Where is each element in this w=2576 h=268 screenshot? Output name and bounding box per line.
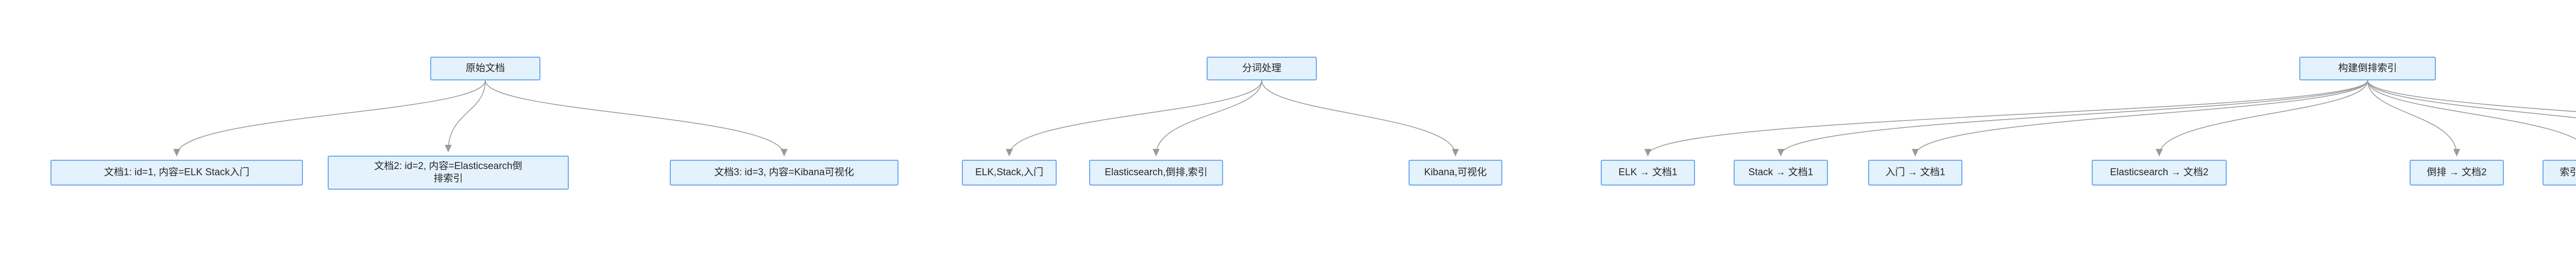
node-tok3[interactable]: Kibana,可视化: [1409, 160, 1502, 186]
edge-index-to-i5: [2367, 80, 2457, 155]
edge-token-to-tok3: [1261, 80, 1455, 155]
edge-index-to-i8: [2367, 80, 2576, 112]
edge-raw-to-doc1: [177, 80, 486, 155]
node-tok1[interactable]: ELK,Stack,入门: [962, 160, 1057, 186]
node-token[interactable]: 分词处理: [1207, 57, 1317, 80]
node-tok2[interactable]: Elasticsearch,倒排,索引: [1089, 160, 1223, 186]
edge-index-to-i7: [2367, 80, 2576, 119]
edge-index-to-i3: [1916, 80, 2368, 155]
edge-paths: [177, 80, 2576, 155]
edge-index-to-i2: [1781, 80, 2368, 155]
node-doc2[interactable]: 文档2: id=2, 内容=Elasticsearch倒 排索引: [328, 156, 569, 190]
node-i3[interactable]: 入门 → 文档1: [1868, 160, 1962, 186]
edge-raw-to-doc3: [485, 80, 784, 155]
node-i1[interactable]: ELK → 文档1: [1601, 160, 1695, 186]
edge-token-to-tok2: [1156, 80, 1262, 155]
edge-token-to-tok1: [1009, 80, 1262, 155]
node-raw[interactable]: 原始文档: [430, 57, 540, 80]
node-i6[interactable]: 索引 → 文档2: [2543, 160, 2576, 186]
edge-index-to-i1: [1648, 80, 2368, 155]
edge-index-to-i6: [2367, 80, 2576, 140]
node-i5[interactable]: 倒排 → 文档2: [2410, 160, 2504, 186]
node-doc3[interactable]: 文档3: id=3, 内容=Kibana可视化: [670, 160, 899, 186]
node-i2[interactable]: Stack → 文档1: [1734, 160, 1828, 186]
node-i4[interactable]: Elasticsearch → 文档2: [2092, 160, 2227, 186]
edge-raw-to-doc2: [448, 80, 486, 151]
node-doc1[interactable]: 文档1: id=1, 内容=ELK Stack入门: [50, 160, 303, 186]
node-index[interactable]: 构建倒排索引: [2299, 57, 2436, 80]
edge-index-to-i4: [2159, 80, 2368, 155]
